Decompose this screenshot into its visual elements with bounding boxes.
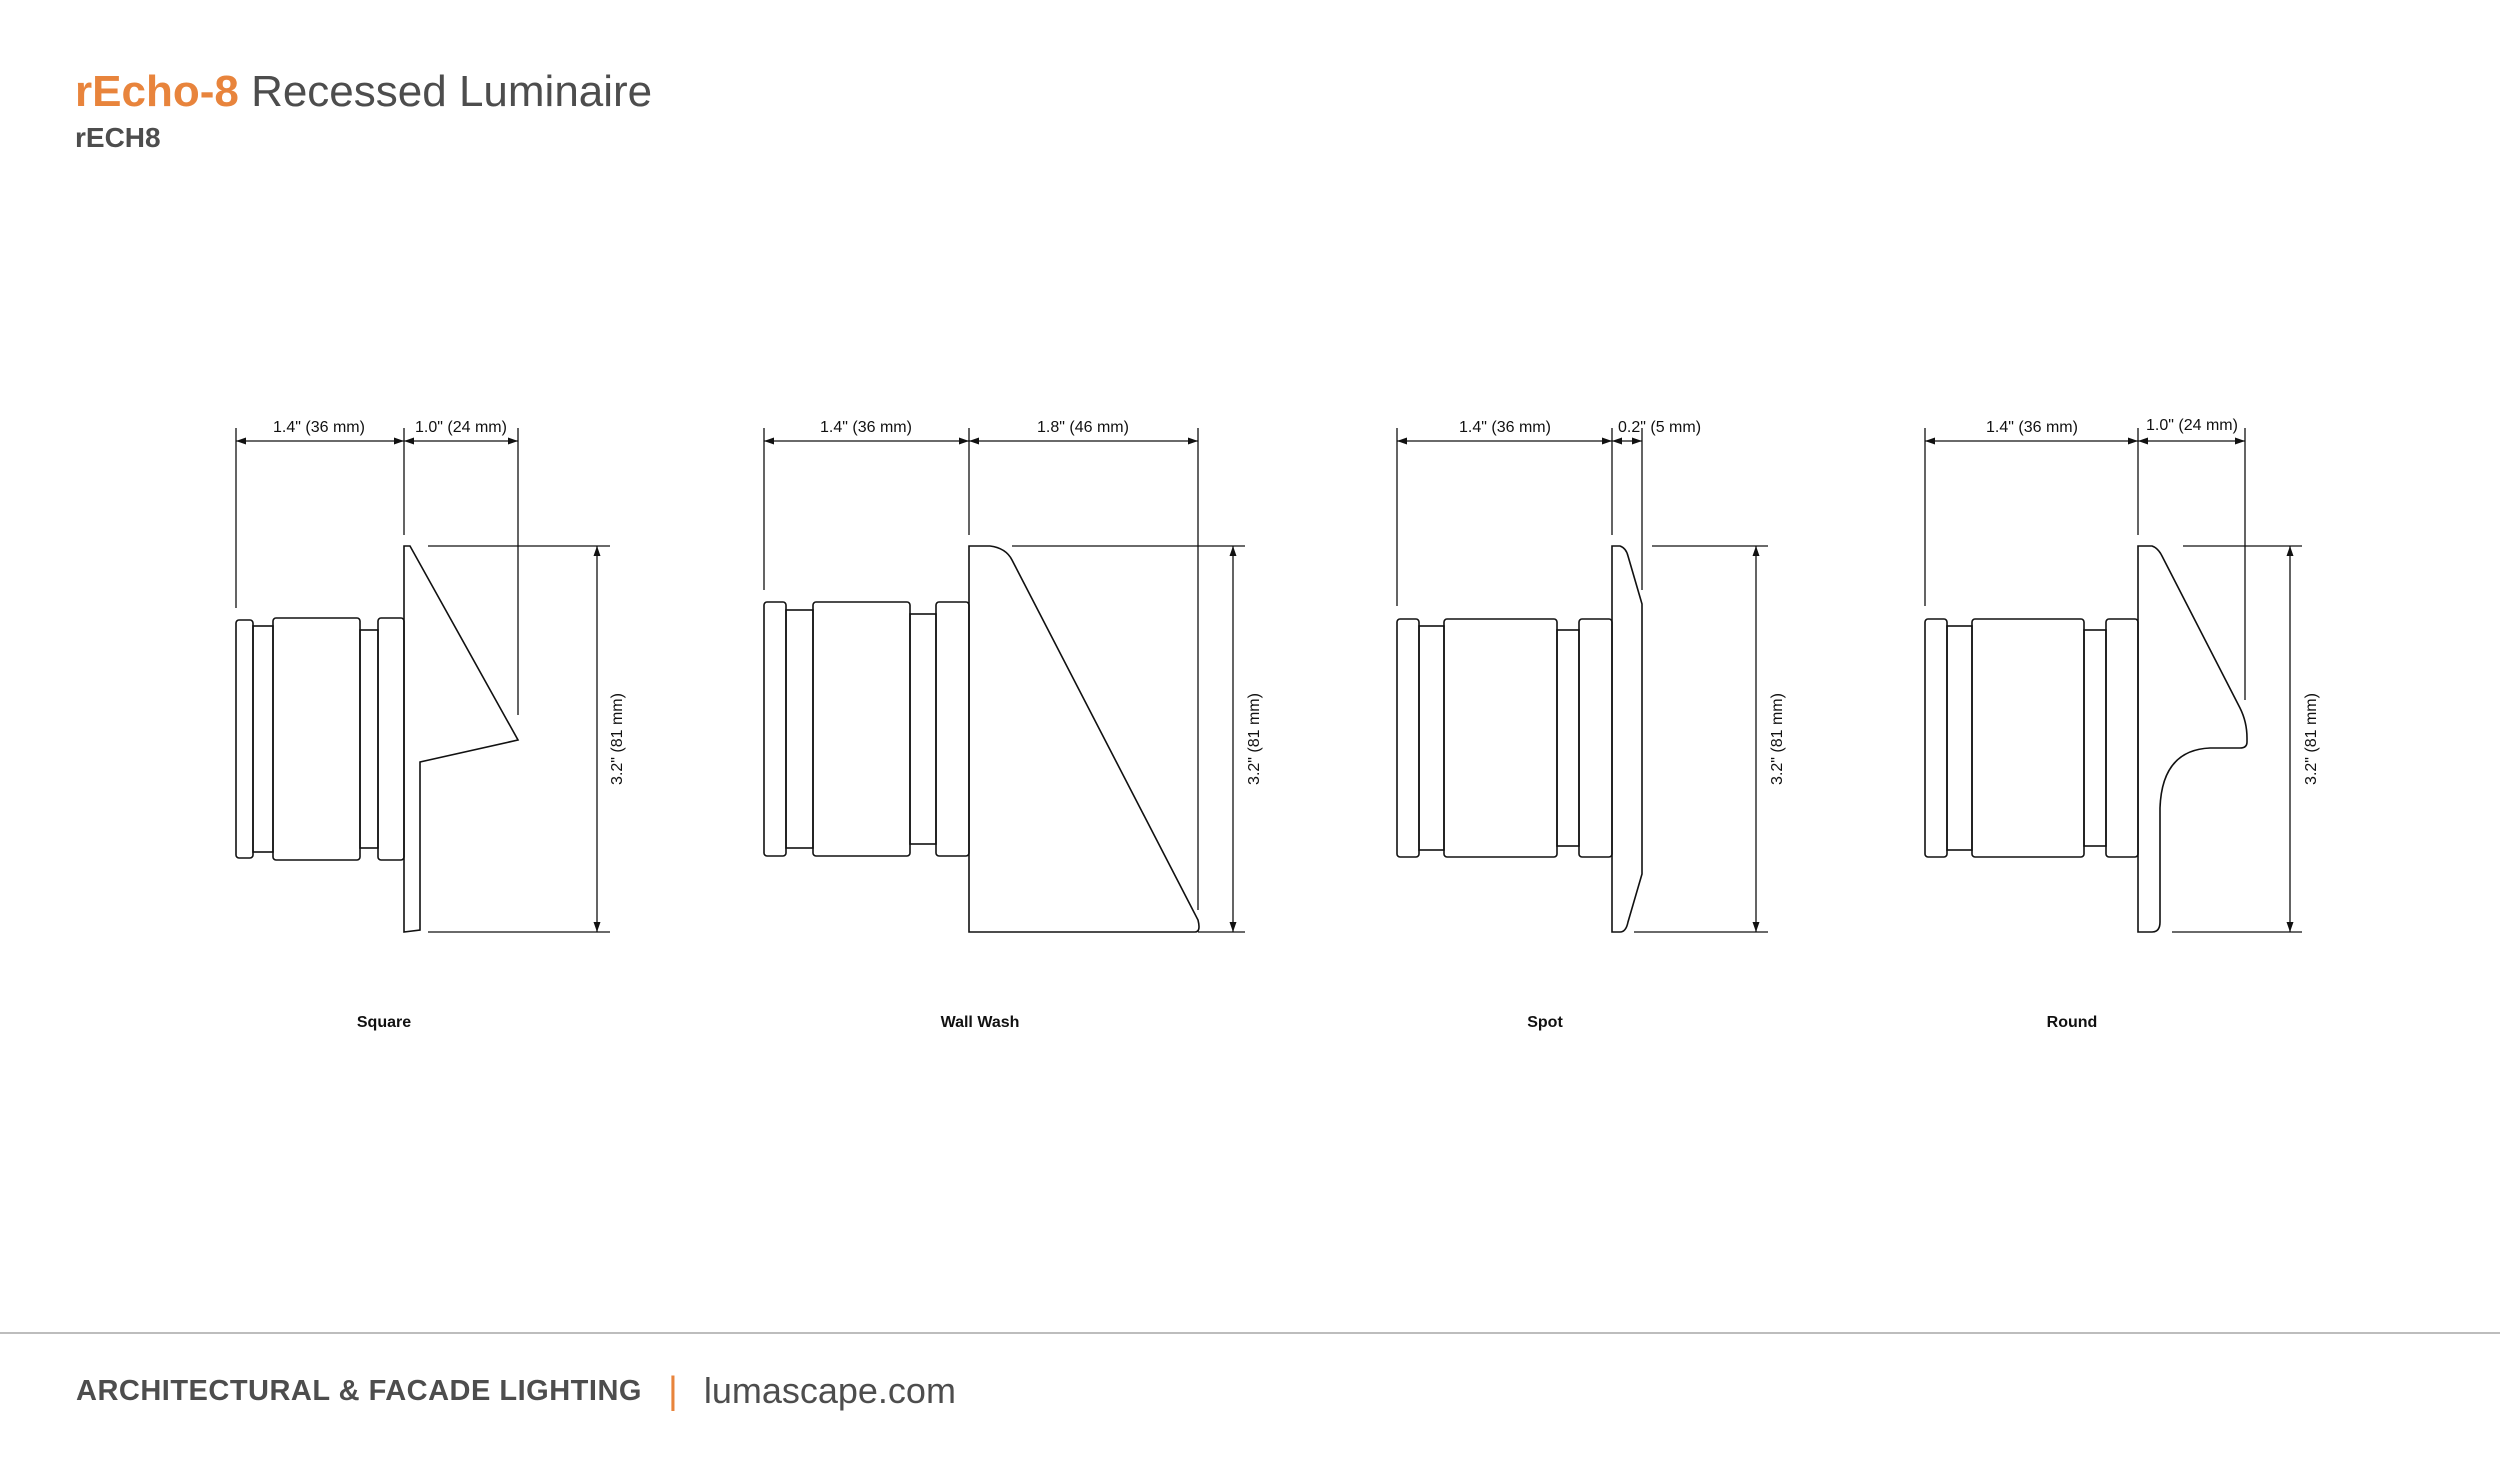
view-wall-wash: [763, 428, 1245, 933]
optic-wall-wash: [968, 545, 1200, 933]
page-header: rEcho-8 Recessed Luminaire rECH8: [75, 62, 652, 154]
dimension-lines-round: [1924, 428, 2302, 933]
dim-body-depth-round: 1.4" (36 mm): [1986, 419, 2078, 436]
footer-website-link[interactable]: lumascape.com: [703, 1370, 956, 1411]
dimension-lines-spot: [1396, 428, 1768, 933]
dim-body-depth-wall-wash: 1.4" (36 mm): [820, 419, 912, 436]
luminaire-body-square: [235, 617, 405, 861]
page-footer: ARCHITECTURAL & FACADE LIGHTING | lumasc…: [76, 1370, 956, 1412]
dim-height-square: 3.2" (81 mm): [609, 693, 626, 785]
dim-height-round: 3.2" (81 mm): [2303, 693, 2320, 785]
dim-height-spot: 3.2" (81 mm): [1769, 693, 1786, 785]
luminaire-body-wall-wash: [763, 601, 970, 857]
dim-optic-depth-round: 1.0" (24 mm): [2146, 417, 2238, 434]
dim-optic-depth-square: 1.0" (24 mm): [415, 419, 507, 436]
luminaire-body-spot: [1396, 618, 1613, 858]
dim-optic-depth-spot: 0.2" (5 mm): [1618, 419, 1701, 436]
dim-height-wall-wash: 3.2" (81 mm): [1246, 693, 1263, 785]
caption-spot: Spot: [1527, 1014, 1563, 1031]
optic-spot: [1611, 545, 1643, 933]
dim-body-depth-square: 1.4" (36 mm): [273, 419, 365, 436]
model-code: rECH8: [75, 122, 161, 153]
dim-optic-depth-wall-wash: 1.8" (46 mm): [1037, 419, 1129, 436]
page-title: rEcho-8 Recessed Luminaire: [75, 62, 652, 122]
caption-square: Square: [357, 1014, 411, 1031]
view-round: [1924, 428, 2302, 933]
dimension-lines-square: [235, 428, 610, 933]
caption-wall-wash: Wall Wash: [941, 1014, 1020, 1031]
view-spot: [1396, 428, 1768, 933]
product-name: rEcho-8: [75, 67, 239, 116]
product-type: Recessed Luminaire: [251, 67, 653, 116]
dimension-lines-wall-wash: [763, 428, 1245, 933]
footer-category: ARCHITECTURAL & FACADE LIGHTING: [76, 1374, 642, 1407]
optic-square: [403, 545, 520, 933]
view-square: [235, 428, 610, 933]
footer-divider: [0, 1332, 2500, 1334]
dim-body-depth-spot: 1.4" (36 mm): [1459, 419, 1551, 436]
luminaire-body-round: [1924, 618, 2139, 858]
caption-round: Round: [2047, 1014, 2098, 1031]
optic-round: [2137, 545, 2248, 933]
footer-separator: |: [667, 1370, 678, 1412]
